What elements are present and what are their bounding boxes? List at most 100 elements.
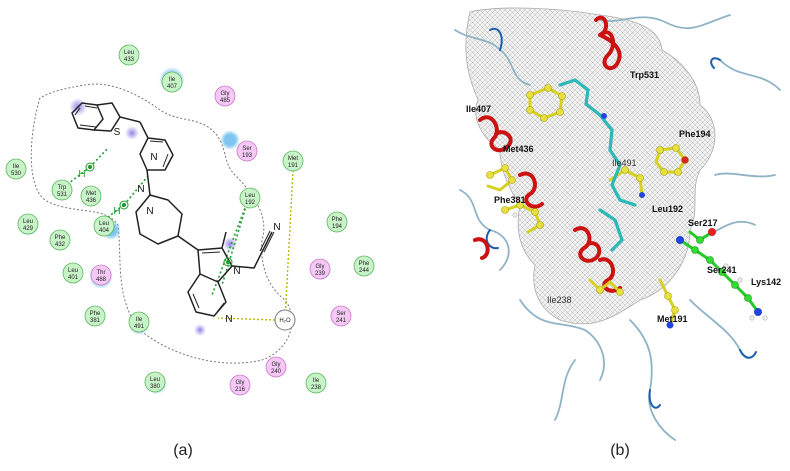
- residue-disc: Ile407: [161, 71, 183, 93]
- residue-name: Ile: [136, 317, 143, 323]
- hydrogen-label: H: [113, 206, 120, 217]
- residue-number: 488: [96, 277, 107, 283]
- residue-name: Leu: [150, 377, 160, 383]
- residue-name: Leu: [124, 50, 134, 56]
- nitrile-nitrogen-label: N: [273, 222, 280, 233]
- residue-number: 238: [311, 385, 322, 391]
- residue-number: 241: [336, 318, 347, 324]
- residue-number: 491: [134, 324, 145, 330]
- pi-markers: [85, 162, 233, 267]
- water-to-ligand-n: [217, 317, 276, 321]
- residue-number: 239: [315, 271, 326, 277]
- residue-name: Leu: [99, 221, 109, 227]
- residue-number: 485: [220, 98, 231, 104]
- nitrogen-atom-label: N: [225, 314, 232, 325]
- water-to-met191: [284, 170, 294, 321]
- interaction-lines: [59, 147, 294, 321]
- residue-name: Phe: [55, 235, 66, 241]
- residue-name: Met: [86, 191, 96, 197]
- residue-label-3d: Phe381: [494, 195, 526, 205]
- azaindole-six-ring: [187, 273, 227, 317]
- nitrogen-atom-label: N: [150, 152, 157, 163]
- panel-b-3d-binding-pose: Trp531Ile407Met436Phe194Ile491Phe381Leu1…: [454, 7, 781, 459]
- residue-label-3d: Ile407: [466, 104, 491, 114]
- residue-name: Leu: [245, 193, 255, 199]
- residue-number: 404: [99, 228, 110, 234]
- residue-disc: Met436: [80, 185, 102, 207]
- nitrogen-atom-label: N: [146, 206, 153, 217]
- residue-disc: Ser241: [330, 305, 352, 327]
- ligand-exposure-glow: [69, 98, 237, 336]
- residue-name: Gly: [221, 91, 230, 97]
- panel-b-label: (b): [610, 442, 630, 459]
- residue-labels-3d: Trp531Ile407Met436Phe194Ile491Phe381Leu1…: [466, 70, 781, 324]
- residue-label-3d: Lys142: [751, 277, 781, 287]
- residue-label-3d: Ser241: [707, 265, 737, 275]
- piperidine-ring: [135, 194, 183, 245]
- azaindole-five-ring: [197, 247, 233, 283]
- residue-disc: Trp531: [51, 179, 73, 201]
- residue-label-3d: Ser217: [688, 218, 718, 228]
- residue-name: Gly: [236, 380, 245, 386]
- residue-name: Phe: [332, 217, 343, 223]
- residue-name: Gly: [272, 362, 281, 368]
- residue-number: 380: [150, 384, 161, 390]
- pyrimidine-ring: [139, 121, 174, 171]
- residue-number: 433: [124, 57, 135, 63]
- water-molecule: H₂O: [274, 309, 296, 331]
- benzene-ring: [71, 102, 104, 131]
- panel-a-2d-interaction-diagram: S N N N N N N H H H₂O Leu433Ile407Gly485…: [5, 44, 375, 459]
- residue-name: Phe: [90, 311, 101, 317]
- residue-name: Met: [288, 156, 298, 162]
- residue-name: Ile: [313, 378, 320, 384]
- residue-name: Ser: [242, 146, 251, 152]
- residue-disc: Leu192: [239, 187, 261, 209]
- residue-number: 240: [271, 369, 282, 375]
- residue-number: 407: [167, 84, 178, 90]
- residue-disc: Ile491: [128, 311, 150, 333]
- residue-label-3d: Leu192: [652, 204, 683, 214]
- residue-number: 432: [55, 242, 66, 248]
- atom-labels: S N N N N N N H H: [78, 127, 280, 325]
- residue-number: 193: [242, 153, 253, 159]
- residue-number: 192: [245, 200, 256, 206]
- residue-sticks: [486, 78, 768, 329]
- residue-name: Thr: [97, 270, 106, 276]
- residue-name: Ile: [13, 164, 20, 170]
- residue-disc: Met191: [282, 150, 304, 172]
- residue-number: 401: [68, 275, 79, 281]
- residue-number: 216: [235, 387, 246, 393]
- residue-number: 531: [57, 192, 68, 198]
- pi-leu192-a: [211, 199, 249, 296]
- residue-number: 530: [11, 171, 22, 177]
- residue-number: 429: [23, 226, 34, 232]
- svg-text:H₂O: H₂O: [279, 318, 291, 324]
- pi-leu192-b: [221, 199, 249, 286]
- residue-disc: Phe194: [326, 211, 348, 233]
- residue-number: 381: [90, 318, 101, 324]
- alpha-helices: [473, 15, 622, 293]
- residue-disc: Phe381: [84, 305, 106, 327]
- pi-h-leu404: [123, 175, 149, 206]
- residue-name: Leu: [23, 219, 33, 225]
- nitrogen-atom-label: N: [137, 184, 144, 195]
- residue-name: Ser: [336, 311, 345, 317]
- residue-number: 244: [359, 268, 370, 274]
- residue-label-3d: Trp531: [630, 70, 659, 80]
- residue-label-3d: Ile491: [612, 158, 637, 168]
- nitrogen-atom-label: N: [233, 266, 240, 277]
- residue-label-3d: Ile238: [547, 295, 572, 305]
- residue-number: 194: [332, 224, 343, 230]
- residue-label-3d: Met191: [657, 314, 688, 324]
